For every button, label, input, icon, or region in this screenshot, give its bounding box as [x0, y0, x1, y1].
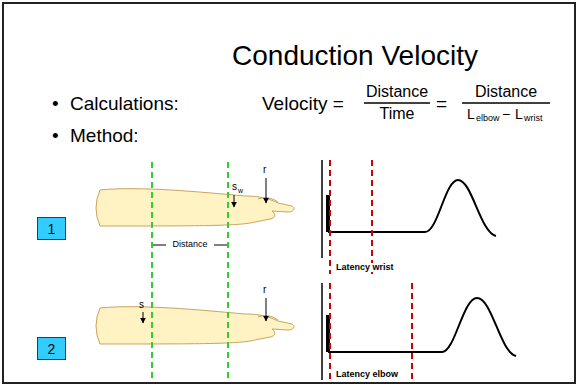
trace-wrist: [322, 160, 496, 258]
waveform: [327, 298, 516, 356]
plot-axis: [321, 160, 323, 258]
waveform: [327, 180, 496, 236]
subscript: w: [238, 187, 243, 194]
arm-one: [96, 189, 294, 226]
plot-axis: [321, 283, 323, 380]
red-dashed-line: [411, 283, 413, 383]
electrode-label: s: [139, 300, 144, 310]
subscript: elbow: [476, 114, 500, 123]
red-dashed-line: [329, 283, 331, 383]
bullet: •: [52, 126, 59, 145]
leader-arrow: [234, 195, 235, 207]
subscript: wrist: [524, 114, 543, 123]
leader-arrow: [266, 178, 267, 203]
fraction-bar: [364, 102, 430, 104]
slide-title: Conduction Velocity: [232, 42, 478, 70]
step-number-box: 2: [37, 337, 66, 360]
red-dashed-line: [371, 160, 373, 274]
thumb-line: [258, 316, 278, 320]
equals-sign: =: [436, 94, 447, 113]
latency-symbol: L: [515, 107, 523, 121]
step-number-box: 1: [37, 217, 66, 240]
fraction-numerator: Distance: [366, 84, 428, 100]
arm-outline: [96, 307, 294, 344]
minus-sign: −: [502, 107, 510, 121]
fraction-numerator: Distance: [475, 84, 537, 100]
step-number: 1: [48, 222, 56, 236]
distance-tick: [153, 245, 166, 246]
step-number: 2: [48, 342, 56, 356]
bullet-text: Calculations:: [70, 94, 179, 113]
latency-label: Latency elbow: [335, 370, 399, 379]
distance-tick: [214, 245, 227, 246]
bullet-text: Method:: [70, 126, 139, 145]
electrode-label: r: [263, 165, 266, 175]
green-dashed-line: [227, 162, 229, 378]
red-dashed-line: [329, 160, 331, 274]
arm-outline: [96, 189, 294, 226]
fraction-denominator: Time: [380, 106, 415, 122]
leader-arrow: [143, 312, 144, 323]
trace-elbow: [322, 283, 516, 380]
distance-label: Distance: [171, 240, 208, 249]
green-dashed-line: [151, 162, 153, 378]
latency-label: Latency wrist: [335, 263, 395, 272]
fraction-bar: [462, 102, 550, 104]
thumb-line: [258, 198, 278, 202]
electrode-label: s: [232, 182, 237, 192]
latency-symbol: L: [467, 107, 475, 121]
formula-text: Velocity =: [262, 94, 344, 113]
electrode-label: r: [263, 285, 266, 295]
bullet: •: [52, 94, 59, 113]
leader-arrow: [266, 298, 267, 321]
arm-two: [96, 307, 294, 344]
slide-border: [3, 3, 575, 383]
